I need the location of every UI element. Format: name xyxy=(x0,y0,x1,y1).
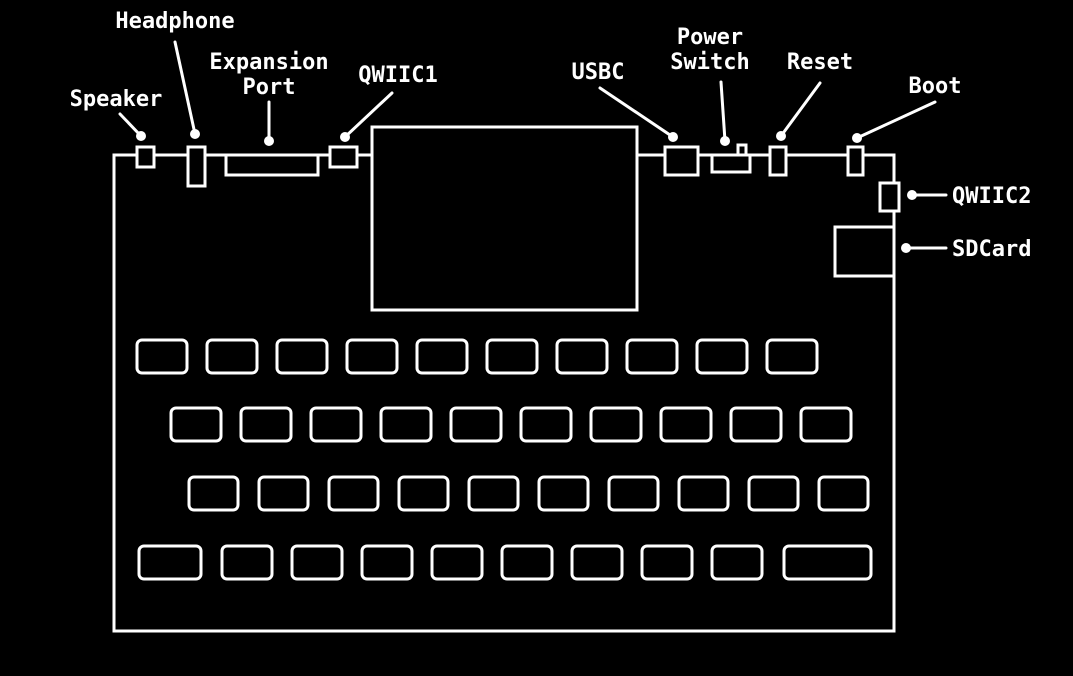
key-r1-10 xyxy=(765,338,819,375)
key-r3-7 xyxy=(607,475,660,512)
sdcard-slot xyxy=(833,225,896,278)
key-r1-4 xyxy=(345,338,399,375)
key-r1-8 xyxy=(625,338,679,375)
key-r3-4 xyxy=(397,475,450,512)
key-r2-2 xyxy=(239,406,293,443)
key-r1-3 xyxy=(275,338,329,375)
qwiic1-connector xyxy=(328,145,359,169)
key-r4-6 xyxy=(500,544,554,581)
label-power-line2: Switch xyxy=(670,50,749,75)
key-r4-9 xyxy=(710,544,764,581)
key-r4-4 xyxy=(360,544,414,581)
label-expansion-line1: Expansion xyxy=(209,50,328,75)
speaker-component xyxy=(135,145,156,169)
key-r3-3 xyxy=(327,475,380,512)
key-r1-1 xyxy=(135,338,189,375)
boot-button xyxy=(846,145,865,177)
key-r1-7 xyxy=(555,338,609,375)
label-speaker: Speaker xyxy=(70,87,163,112)
key-r1-5 xyxy=(415,338,469,375)
qwiic2-connector xyxy=(878,181,901,213)
reset-button xyxy=(768,145,788,177)
key-r3-8 xyxy=(677,475,730,512)
label-sdcard: SDCard xyxy=(952,237,1031,262)
key-r4-3 xyxy=(290,544,344,581)
label-power-line1: Power xyxy=(677,25,743,50)
headphone-jack xyxy=(186,145,207,188)
key-r3-9 xyxy=(747,475,800,512)
label-headphone: Headphone xyxy=(115,9,234,34)
key-r4-1 xyxy=(137,544,203,581)
key-r3-1 xyxy=(187,475,240,512)
leader-lines xyxy=(118,40,948,253)
label-reset: Reset xyxy=(787,50,853,75)
key-r2-1 xyxy=(169,406,223,443)
key-r2-10 xyxy=(799,406,853,443)
label-boot: Boot xyxy=(909,74,962,99)
key-r4-2 xyxy=(220,544,274,581)
power-switch xyxy=(710,153,752,174)
expansion-port xyxy=(224,153,320,177)
key-r4-8 xyxy=(640,544,694,581)
key-r1-9 xyxy=(695,338,749,375)
usbc-port xyxy=(663,145,700,177)
key-r4-7 xyxy=(570,544,624,581)
key-r4-5 xyxy=(430,544,484,581)
key-r2-6 xyxy=(519,406,573,443)
key-r2-7 xyxy=(589,406,643,443)
key-r4-10 xyxy=(782,544,873,581)
label-usbc: USBC xyxy=(572,60,625,85)
key-r2-3 xyxy=(309,406,363,443)
key-r3-10 xyxy=(817,475,870,512)
key-r3-6 xyxy=(537,475,590,512)
key-r1-2 xyxy=(205,338,259,375)
key-r2-4 xyxy=(379,406,433,443)
label-qwiic2: QWIIC2 xyxy=(952,184,1031,209)
label-qwiic1: QWIIC1 xyxy=(358,63,437,88)
key-r2-5 xyxy=(449,406,503,443)
key-r2-9 xyxy=(729,406,783,443)
key-r1-6 xyxy=(485,338,539,375)
key-r3-5 xyxy=(467,475,520,512)
key-r2-8 xyxy=(659,406,713,443)
keyboard xyxy=(135,338,873,581)
label-expansion-line2: Port xyxy=(243,75,296,100)
key-r3-2 xyxy=(257,475,310,512)
screen xyxy=(370,125,639,312)
